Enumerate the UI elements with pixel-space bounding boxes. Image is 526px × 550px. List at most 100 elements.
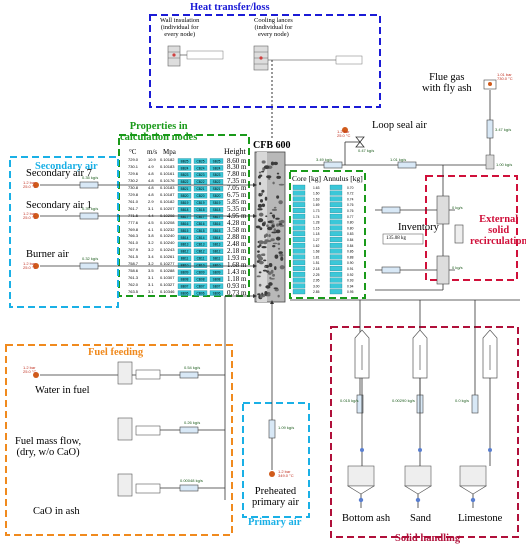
water-src: 1.2 bar 25.0 °C <box>23 365 37 375</box>
annulus-value: 0.84 <box>347 244 354 248</box>
node-value: 4.4 <box>148 212 154 218</box>
primary-air-label: Preheated primary air <box>252 486 299 509</box>
core-badge <box>292 289 306 295</box>
core-badge <box>292 196 306 202</box>
node-badge-label: BB13 <box>181 243 189 247</box>
node-badge-label: BB14 <box>181 236 189 240</box>
node-badge-label: BB20 <box>181 194 189 198</box>
burner-air-flow: 0.32 kg/s <box>82 256 99 261</box>
core-value: 2.95 <box>313 279 320 283</box>
inventory-box <box>382 233 424 245</box>
core-value: 1.51 <box>313 261 320 265</box>
node-badge-label: CB21 <box>197 187 205 191</box>
node-badge <box>209 234 224 241</box>
height-label: 1.43 m <box>227 267 247 276</box>
node-badge-label: SB22 <box>213 180 221 184</box>
node-value: 758.6 <box>128 268 139 274</box>
core-badge <box>292 219 306 225</box>
node-value: 729.8 <box>128 191 139 197</box>
node-badge-label: SB11 <box>213 257 221 261</box>
fuel-mass-flow-label: Fuel mass flow, (dry, w/o CaO) <box>15 436 82 459</box>
node-badge-label: SB14 <box>213 236 221 240</box>
node-badge <box>177 179 192 185</box>
node-badge-label: BB24 <box>181 166 189 170</box>
core-badge <box>292 266 306 271</box>
node-value: 767.9 <box>128 247 139 253</box>
node-value: 3.8 <box>148 233 154 239</box>
node-badge <box>177 290 192 296</box>
node-value: 0.10232 <box>160 226 175 232</box>
height-label: 1.18 m <box>227 274 247 283</box>
node-badge <box>177 165 192 171</box>
annulus-value: 0.94 <box>347 284 354 288</box>
core-value: 1.15 <box>313 226 320 230</box>
fuel-hoppers <box>117 361 161 497</box>
node-badge <box>193 283 208 289</box>
node-value: 769.8 <box>128 226 139 232</box>
node-badge <box>209 206 224 213</box>
node-badge <box>193 248 208 255</box>
node-badge-label: CB15 <box>197 229 205 233</box>
col-temp-header: °C <box>129 148 137 156</box>
external-recirc-box <box>425 175 518 281</box>
annulus-value: 0.80 <box>347 226 354 230</box>
node-value: 763.5 <box>128 289 139 295</box>
annulus-badge <box>329 254 343 260</box>
core-badge <box>292 225 306 231</box>
sec-air-1-flow: 0.39 kg/s <box>82 206 99 211</box>
recirc-components <box>436 195 464 285</box>
node-value: 4.9 <box>148 163 154 169</box>
col-vel-header: m/s <box>147 148 158 156</box>
node-badge-label: CB24 <box>197 166 205 170</box>
annulus-value: 0.95 <box>347 290 354 294</box>
node-badge-label: BB08 <box>181 277 189 281</box>
node-value: 10.9 <box>148 157 156 162</box>
node-value: 0.10207 <box>160 205 175 211</box>
node-value: 4.1 <box>148 226 154 232</box>
annulus-header: Annulus [kg] <box>323 174 363 183</box>
node-badge-label: SB25 <box>213 159 221 163</box>
core-value: 1.73 <box>313 209 320 213</box>
node-badge-label: SB12 <box>213 250 221 254</box>
height-label: 8.60 m <box>227 156 247 165</box>
node-badge-label: BB23 <box>181 173 189 177</box>
secondary-air-box <box>9 156 119 308</box>
node-badge <box>193 179 208 185</box>
node-value: 0.10243 <box>160 247 175 253</box>
node-value: 4.8 <box>148 191 154 197</box>
wall-insulation-icon <box>167 45 181 67</box>
node-badge-label: CB20 <box>197 194 205 198</box>
height-label: 0.73 m <box>227 288 247 297</box>
node-value: 0.10240 <box>160 240 175 246</box>
node-badge <box>209 262 224 268</box>
node-badge <box>209 269 224 275</box>
annulus-badge <box>329 190 343 196</box>
node-badge-label: BB22 <box>181 180 189 184</box>
node-badge <box>177 200 192 206</box>
node-badge-label: SB18 <box>213 208 221 212</box>
burner-src: 1.2 bar 25.0 °C <box>23 261 37 271</box>
core-value: 1.18 <box>313 232 320 236</box>
node-badge <box>193 213 208 220</box>
recirc-flow-1: 0 kg/s <box>452 205 463 210</box>
node-badge <box>193 241 208 248</box>
annulus-badge <box>329 242 343 248</box>
node-value: 729.0 <box>128 157 139 162</box>
secondary-air-7-label: Secondary air 7 <box>26 168 92 179</box>
inventory-label: Inventory <box>398 222 439 233</box>
node-badge <box>193 227 208 234</box>
annulus-value: 0.93 <box>347 279 354 283</box>
flue-flow-2: 1.00 kg/s <box>496 162 513 167</box>
node-badge <box>209 200 224 206</box>
wall-insulation-tag <box>186 50 224 60</box>
annulus-badge <box>329 266 343 271</box>
core-badge <box>292 237 306 242</box>
core-badge <box>292 184 306 190</box>
heat-transfer-title: Heat transfer/loss <box>190 2 270 13</box>
wall-insulation-label: Wall insulation (individual for every no… <box>160 17 200 38</box>
node-badge-label: SB13 <box>213 243 221 247</box>
node-badge-label: CB18 <box>197 208 205 212</box>
node-value: 0.10346 <box>160 289 175 295</box>
node-badge <box>209 193 224 199</box>
annulus-badge <box>329 277 343 283</box>
